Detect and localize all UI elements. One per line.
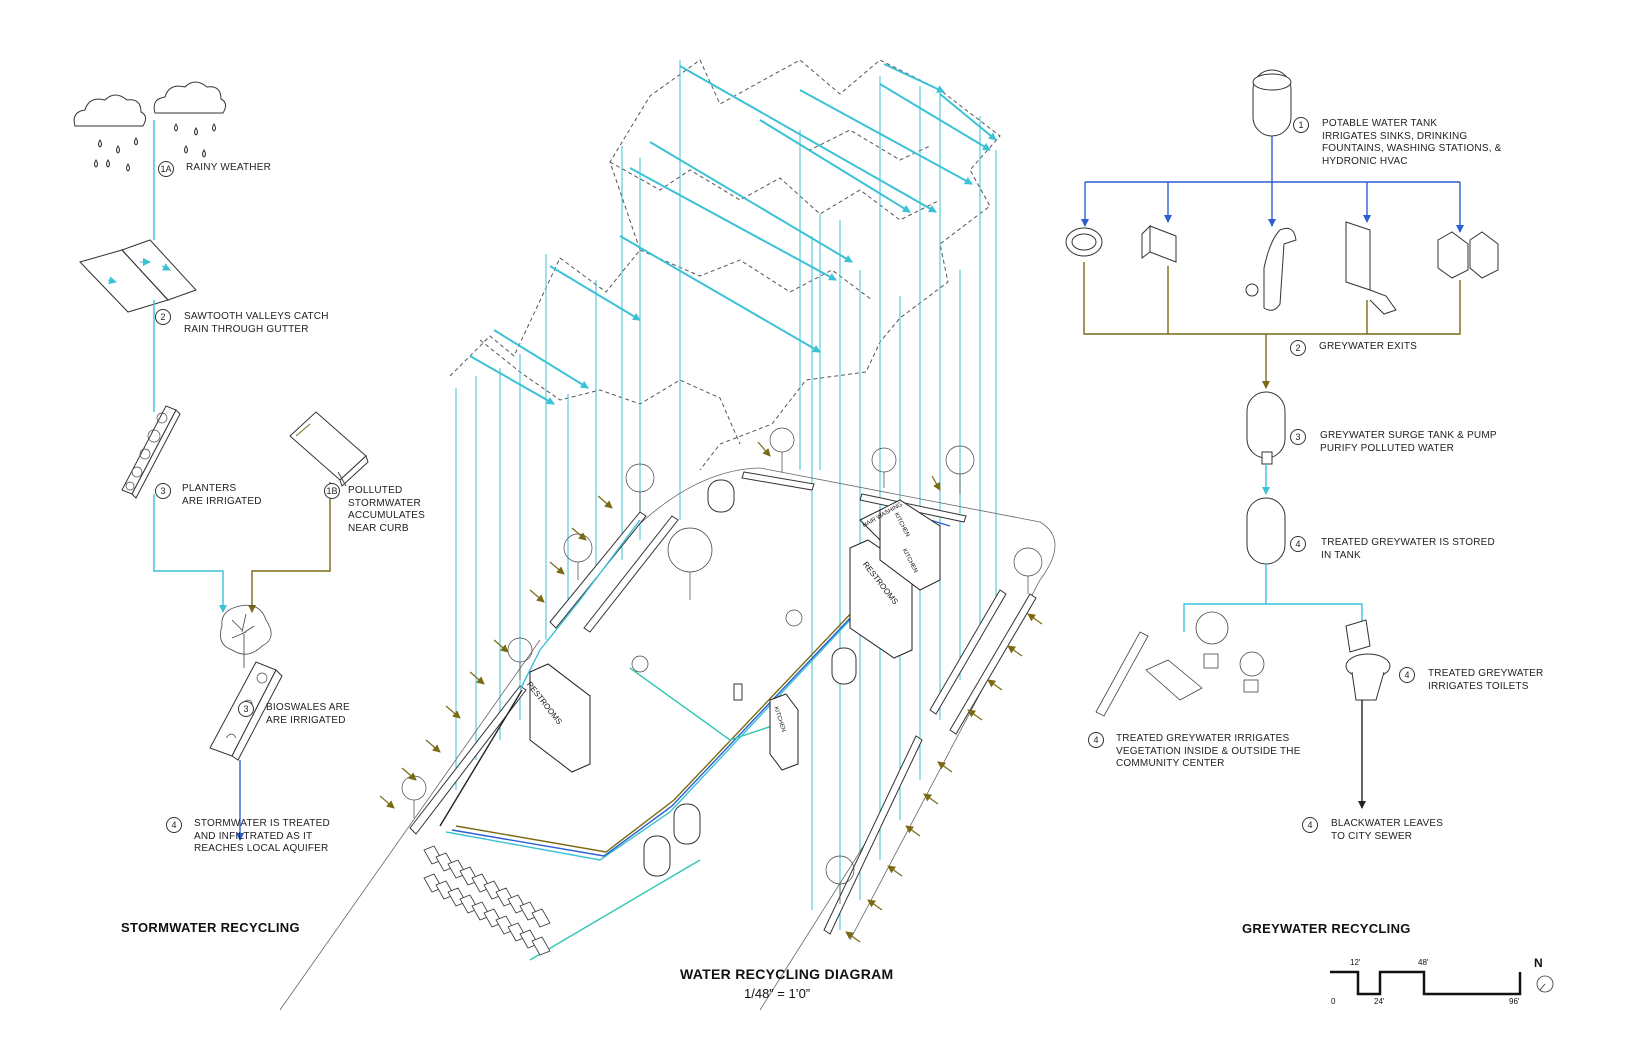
- scale-tick-24: 24': [1374, 997, 1385, 1006]
- planter-icon: [121, 405, 181, 499]
- north-label: N: [1534, 956, 1543, 970]
- roof-outline: [449, 59, 1001, 471]
- step-label-irrigates-vegetation: TREATED GREYWATER IRRIGATES VEGETATION I…: [1116, 733, 1301, 769]
- step-label-blackwater: BLACKWATER LEAVES TO CITY SEWER: [1331, 818, 1444, 842]
- step-label-stormwater-treated: STORMWATER IS TREATED AND INFILTRATED AS…: [194, 818, 330, 854]
- tanks-center: [643, 479, 857, 877]
- diagram-title: WATER RECYCLING DIAGRAM: [680, 966, 894, 982]
- step-badge: 2: [155, 309, 171, 325]
- step-label-rainy-weather: RAINY WEATHER: [186, 162, 272, 173]
- bioswale-tree-icon: [219, 604, 272, 668]
- treated-distribution-lines: [1183, 564, 1363, 632]
- step-badge: 3: [238, 701, 254, 717]
- treated-tank-icon: [1246, 497, 1286, 565]
- step-badge: 4: [1290, 536, 1306, 552]
- step-label-sawtooth: SAWTOOTH VALLEYS CATCH RAIN THROUGH GUTT…: [184, 311, 329, 335]
- greywater-heading: GREYWATER RECYCLING: [1242, 921, 1411, 936]
- diagram-scale: 1/48” = 1’0”: [744, 986, 811, 1001]
- north-arrow: [1536, 975, 1554, 993]
- scale-tick-96: 96': [1509, 997, 1520, 1006]
- step-label-greywater-exits: GREYWATER EXITS: [1319, 341, 1418, 352]
- sawtooth-roof-icon: [79, 239, 197, 313]
- potable-tank-icon: [1252, 69, 1292, 137]
- step-label-polluted-stormwater: POLLUTED STORMWATER ACCUMULATES NEAR CUR…: [348, 485, 426, 534]
- surge-tank-icon: [1246, 391, 1286, 465]
- restroom-block-right: [849, 499, 941, 659]
- fixtures-icons: [1065, 221, 1499, 315]
- step-badge: 1A: [158, 161, 174, 177]
- curb-icon: [289, 411, 369, 487]
- stormwater-heading: STORMWATER RECYCLING: [121, 920, 300, 935]
- step-badge: 2: [1290, 340, 1306, 356]
- step-badge: 4: [1399, 667, 1415, 683]
- step-badge: 4: [1088, 732, 1104, 748]
- planter-strips: [409, 471, 1037, 935]
- scale-bar: [1330, 970, 1522, 996]
- parking-stall: [531, 936, 551, 956]
- step-badge: 4: [166, 817, 182, 833]
- scale-tick-12: 12': [1350, 958, 1361, 967]
- rain-clouds-icon: [73, 81, 227, 172]
- step-badge: 4: [1302, 817, 1318, 833]
- step-label-treated-stored: TREATED GREYWATER IS STORED IN TANK: [1321, 537, 1495, 561]
- toilet-icon: [1345, 619, 1391, 701]
- step-label-bioswales: BIOSWALES ARE ARE IRRIGATED: [266, 702, 350, 726]
- greywater-exit-lines: [1083, 262, 1461, 389]
- trees-center: [401, 427, 1043, 904]
- parking-spaces: [423, 845, 551, 956]
- kitchen-block-center: [769, 693, 799, 771]
- step-label-surge-tank: GREYWATER SURGE TANK & PUMP PURIFY POLLU…: [1320, 430, 1497, 454]
- step-badge: 3: [155, 483, 171, 499]
- step-badge: 3: [1290, 429, 1306, 445]
- step-badge: 1: [1293, 117, 1309, 133]
- scale-tick-0: 0: [1331, 997, 1336, 1006]
- step-label-planters: PLANTERS ARE IRRIGATED: [182, 483, 262, 507]
- vegetation-icons: [1095, 611, 1265, 717]
- step-label-irrigates-toilets: TREATED GREYWATER IRRIGATES TOILETS: [1428, 668, 1544, 692]
- potable-supply-lines: [1081, 136, 1464, 233]
- runoff-arrows: [379, 441, 1043, 943]
- scale-tick-48: 48': [1418, 958, 1429, 967]
- parking-stall: [531, 908, 551, 928]
- step-label-potable-tank: POTABLE WATER TANK IRRIGATES SINKS, DRIN…: [1322, 118, 1502, 167]
- step-badge: 1B: [324, 483, 340, 499]
- restroom-block-left: [529, 663, 591, 773]
- downspout-lines: [455, 60, 997, 930]
- roof-flow-arrows: [469, 63, 997, 405]
